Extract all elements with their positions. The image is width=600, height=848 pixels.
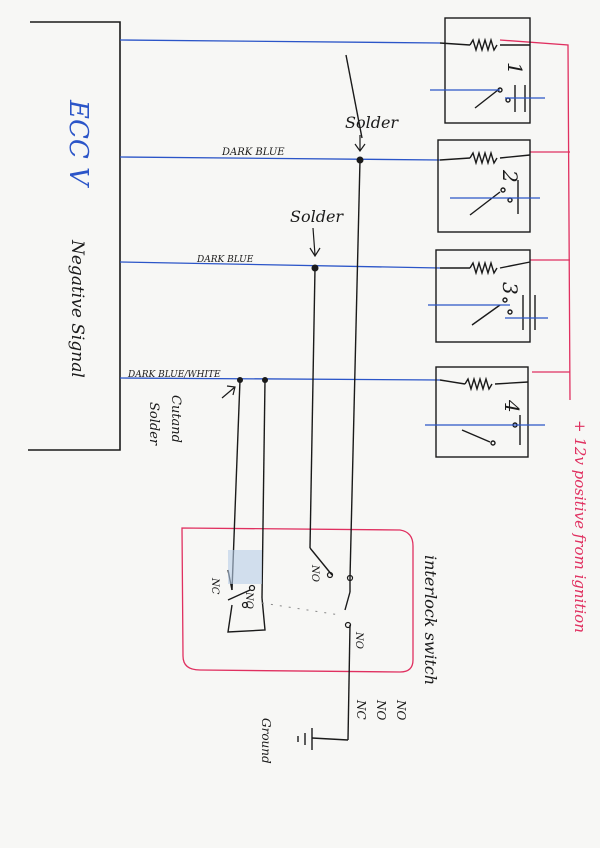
relay-1-number: 1: [503, 62, 527, 75]
ecu-box: [28, 21, 121, 451]
solder-label-2: Solder: [290, 207, 344, 226]
solder-arrows: [221, 135, 366, 399]
positive-bus: [181, 39, 571, 673]
wire-label-dark-blue-1: DARK BLUE: [221, 147, 285, 158]
contact-no-mid: NO: [243, 591, 254, 609]
contact-no-left: NO: [309, 564, 320, 582]
relay-4: [435, 366, 529, 458]
relay-2: [437, 139, 531, 233]
blue-wires: [119, 39, 441, 381]
wire-label-dark-blue-2: DARK BLUE: [196, 255, 254, 265]
ecu-subtitle: Negative Signal: [67, 239, 87, 378]
relay-2-number: 2: [498, 169, 522, 183]
ground-label: Ground: [259, 718, 273, 764]
positive-supply-label: + 12v positive from ignition: [571, 420, 589, 633]
solder-joint-2: [311, 264, 319, 272]
solder-joint-4: [262, 377, 268, 383]
ecu-title: ECC V: [63, 99, 93, 188]
cut-and-solder-label-1: Cutand: [168, 395, 183, 443]
relay-3: [435, 249, 536, 343]
cut-and-solder-label-2: Solder: [146, 402, 161, 446]
interlock-switch-label: interlock switch: [421, 555, 440, 685]
relay-4-number: 4: [500, 399, 524, 413]
legend-nc: NC: [354, 699, 368, 720]
solder-joint-1: [356, 156, 364, 164]
legend-no-1: NO: [394, 699, 408, 721]
wire-label-dark-blue-white: DARK BLUE/WHITE: [127, 370, 221, 380]
contact-nc-left: NC: [209, 577, 220, 595]
solder-label-1: Solder: [345, 113, 399, 132]
legend-no-2: NO: [374, 699, 388, 721]
solder-joint-3: [237, 377, 243, 383]
contact-no-right: NO: [353, 631, 364, 649]
relay-3-number: 3: [498, 282, 522, 295]
